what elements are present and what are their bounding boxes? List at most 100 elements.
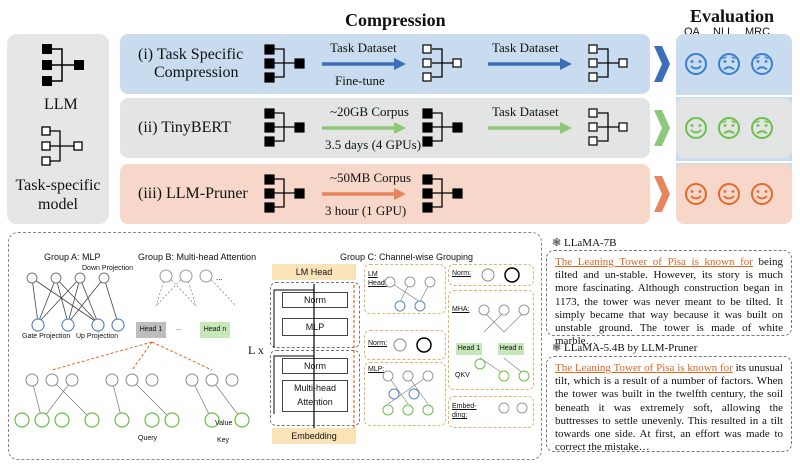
row-1-emoji-qa — [685, 53, 707, 75]
eval-separator-1 — [676, 95, 792, 97]
row-1-arrow-2 — [488, 58, 572, 70]
task-model-network-icon — [41, 126, 83, 166]
row-3-emoji-nli — [718, 183, 740, 205]
row-3-arrow-1-top: ~50MB Corpus — [330, 170, 412, 185]
row-3-emoji-qa — [685, 183, 707, 205]
row-2-output-icon — [588, 108, 628, 146]
c-lm-head-box — [364, 264, 446, 314]
row-1-emoji-mrc — [751, 53, 773, 75]
mlp-block — [270, 282, 360, 348]
compression-heading: Compression — [345, 10, 446, 30]
group-a-title: Group A: MLP — [44, 252, 101, 262]
c-mlp-box — [364, 362, 446, 426]
embedding-box: Embedding — [272, 428, 356, 444]
c-embedding-label: Embed-ding: — [452, 403, 477, 419]
row-2-emoji-mrc — [751, 117, 773, 139]
c-qkv-label: QKV — [455, 372, 470, 379]
group-c-title: Group C: Channel-wise Grouping — [340, 252, 474, 262]
grouping-panel — [8, 232, 542, 460]
svg-text:...: ... — [216, 273, 223, 282]
llm-label: LLM — [44, 96, 78, 113]
query-label: Query — [138, 435, 158, 442]
llama-icon: ❃ — [552, 237, 564, 249]
lm-head-label: LM Head — [295, 267, 333, 277]
row-2-arrow-1-bottom: 3.5 days (4 GPUs) — [325, 137, 422, 152]
group-b-title: Group B: Multi-head Attention — [138, 252, 257, 262]
row-2-arrow-2-top: Task Dataset — [492, 104, 559, 119]
value-label: Value — [215, 420, 233, 427]
row-2-emoji-nli — [718, 117, 740, 139]
sample-2-text-box: The Leaning Tower of Pisa is known for i… — [546, 356, 792, 454]
c-mlp-label: MLP: — [368, 366, 385, 373]
row-1-output-icon — [588, 44, 628, 82]
row-3-llm-icon — [264, 174, 305, 213]
row-1-finetuned-icon — [422, 44, 462, 82]
attention-output-graph: ... — [155, 269, 237, 307]
head-dots: ... — [176, 325, 182, 332]
c-norm2-label: Norm: — [452, 270, 472, 277]
c-head-n-box: Head n — [498, 343, 524, 355]
sample-1-continuation: being tilted and un-stable. However, its… — [555, 256, 783, 348]
sample-1-model: ❃ LLaMA-7B — [552, 237, 617, 249]
row-2-arrow-2 — [488, 122, 572, 134]
row-3-arrow-1-bottom: 3 hour (1 GPU) — [325, 203, 407, 218]
row-1-arrow-1-bottom: Fine-tune — [335, 73, 385, 88]
row-2-arrow-1-top: ~20GB Corpus — [330, 104, 409, 119]
c-mha-box — [448, 290, 534, 390]
head-n-box: Head n — [200, 322, 230, 338]
c-head-1-box: Head 1 — [456, 343, 482, 355]
norm-box-2: Norm — [282, 358, 348, 374]
gate-projection-label: Gate Projection — [22, 333, 71, 340]
row-2-label: (ii) TinyBERT — [138, 119, 231, 136]
row-2-student-icon — [422, 108, 463, 147]
row-1-llm-icon — [264, 44, 305, 83]
c-norm-nodes — [393, 337, 432, 353]
down-projection-label: Down Projection — [82, 265, 133, 272]
row-2-chevron — [654, 110, 670, 146]
eval-separator-2 — [676, 161, 792, 163]
up-projection-label: Up Projection — [76, 333, 119, 340]
mlp-group-graph — [26, 272, 125, 332]
evaluation-heading: Evaluation — [690, 6, 775, 26]
c-left-graphs — [382, 276, 436, 416]
key-label: Key — [217, 437, 230, 444]
row-3-chevron — [654, 176, 670, 212]
layer-repeat-label: L x — [248, 343, 264, 357]
mlp-box: MLP — [282, 318, 348, 336]
head-1-box: Head 1 — [136, 322, 166, 338]
row-2-llm-icon — [264, 108, 305, 147]
llama-icon: ❃ — [552, 342, 564, 354]
c-mha-label: MHA: — [452, 306, 470, 313]
norm-box-1: Norm — [282, 292, 348, 308]
sample-1-text-box: The Leaning Tower of Pisa is known for b… — [546, 250, 792, 347]
row-3-label: (iii) LLM-Pruner — [138, 185, 248, 202]
c-norm2-box — [448, 264, 534, 286]
row-1-arrow-2-top: Task Dataset — [492, 40, 559, 55]
sample-2-model: ❃ LLaMA-5.4B by LLM-Pruner — [552, 342, 698, 354]
row-2-emoji-qa — [685, 117, 707, 139]
residual-arrows — [273, 284, 355, 428]
c-norm-label: Norm: — [368, 340, 388, 347]
c-norm-box — [364, 330, 446, 360]
qkv-graph — [14, 341, 250, 428]
row-3-arrow-1 — [322, 188, 406, 200]
llm-network-icon — [42, 44, 84, 86]
sample-2-prompt: The Leaning Tower of Pisa is known for — [555, 362, 733, 374]
lm-head-box: LM Head — [272, 264, 356, 280]
row-3-pruned-icon — [422, 174, 463, 213]
sample-1-prompt: The Leaning Tower of Pisa is known for — [555, 256, 753, 268]
row-1-arrow-1-top: Task Dataset — [330, 40, 397, 55]
sample-2-continuation: its unusual tilt, which is a result of a… — [555, 362, 783, 454]
c-norm2-nodes — [481, 267, 520, 283]
row-1-emoji-nli — [718, 53, 740, 75]
c-right-graphs — [474, 304, 530, 414]
row-1-arrow-1 — [322, 58, 406, 70]
row-3-emoji-mrc — [751, 183, 773, 205]
row-1-chevron — [654, 46, 670, 82]
row-2-arrow-1 — [322, 122, 406, 134]
